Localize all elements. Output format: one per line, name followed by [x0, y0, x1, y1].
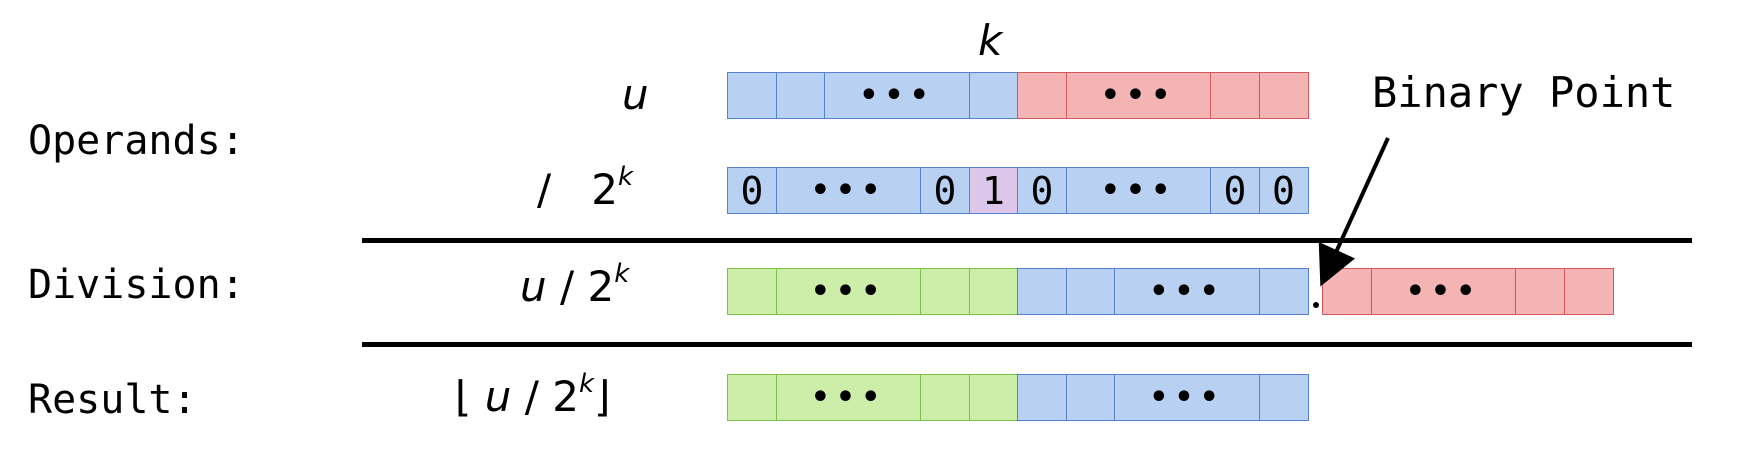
separator-line: [362, 238, 1692, 243]
two-symbol: 2: [587, 262, 615, 311]
binary-point-label: Binary Point: [1372, 68, 1676, 117]
bit-cell: [968, 374, 1019, 421]
bit-cell: [1258, 72, 1309, 119]
ellipsis-cell: •••: [775, 374, 922, 421]
ellipsis-cell: •••: [1065, 72, 1212, 119]
bit-cell: 0: [1017, 167, 1067, 214]
ellipsis-cell: •••: [775, 268, 922, 315]
result-expr: ⌊ u / 2k⌋: [455, 369, 611, 421]
bit-cell: [920, 268, 970, 315]
bit-cell: [1563, 268, 1614, 315]
separator-line: [362, 342, 1692, 347]
bit-cell: [727, 374, 777, 421]
bit-cell: [1258, 268, 1309, 315]
bit-cell: [1258, 374, 1309, 421]
bit-cell: [1017, 72, 1067, 119]
result-bar: ••• •••: [727, 374, 1309, 421]
ellipsis-cell: •••: [824, 72, 970, 119]
slash-symbol: /: [559, 262, 575, 311]
bit-cell: 0: [920, 167, 970, 214]
bit-cell: [1065, 374, 1116, 421]
bit-cell: [1017, 268, 1067, 315]
operand-u-expr: u: [622, 70, 649, 119]
bit-cell: [775, 72, 826, 119]
slash-symbol: /: [524, 372, 539, 421]
k-marker: k: [978, 16, 1003, 65]
bit-cell: [1210, 72, 1260, 119]
bit-cell: 0: [1258, 167, 1309, 214]
bit-cell: [1515, 268, 1565, 315]
u-symbol: u: [484, 372, 512, 421]
k-exponent: k: [617, 162, 634, 192]
k-exponent: k: [614, 259, 630, 289]
operands-label: Operands:: [28, 118, 245, 164]
binary-point-dot: [1313, 302, 1319, 308]
k-exponent: k: [578, 369, 595, 399]
two-symbol: 2: [591, 165, 618, 214]
bit-cell: [968, 72, 1019, 119]
ellipsis-cell: •••: [1370, 268, 1517, 315]
slash-symbol: /: [537, 165, 552, 214]
divisor-bar: 0 ••• 0 1 0 ••• 0 0: [727, 167, 1309, 214]
divisor-expr: / 2k: [537, 162, 634, 214]
ellipsis-cell: •••: [1114, 374, 1260, 421]
result-label: Result:: [28, 377, 197, 423]
bit-cell: [920, 374, 970, 421]
u-symbol: u: [622, 70, 649, 119]
bit-cell: 0: [1210, 167, 1260, 214]
u-symbol: u: [520, 262, 547, 311]
division-label: Division:: [28, 262, 245, 308]
one-bit-cell: 1: [968, 167, 1019, 214]
ellipsis-cell: •••: [775, 167, 922, 214]
division-expr: u / 2k: [520, 259, 630, 311]
operand-u-bar: ••• •••: [727, 72, 1309, 119]
floor-right: ⌋: [594, 372, 611, 421]
ellipsis-cell: •••: [1065, 167, 1212, 214]
division-fraction-bar: •••: [1322, 268, 1614, 315]
floor-left: ⌊: [455, 372, 472, 421]
division-integer-bar: ••• •••: [727, 268, 1309, 315]
two-symbol: 2: [552, 372, 579, 421]
ellipsis-cell: •••: [1114, 268, 1260, 315]
